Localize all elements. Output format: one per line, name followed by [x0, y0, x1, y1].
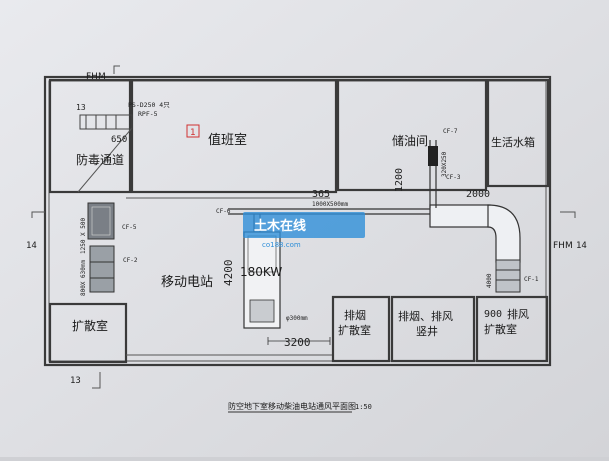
dim-900: 900	[484, 309, 502, 320]
cf2-label: CF-2	[123, 257, 138, 264]
dimension-3200	[267, 337, 331, 345]
cf6-label: CF-6	[216, 208, 231, 215]
exhaust-expansion-line2: 扩散室	[484, 322, 517, 336]
axis-13-bottom: 13	[70, 376, 81, 386]
valve-group	[79, 114, 133, 130]
generator-unit	[243, 231, 281, 329]
smoke-shaft-line2: 竖井	[416, 324, 438, 338]
valve-rpf-label: RPF-5	[138, 110, 158, 118]
axis-14-right: 14	[576, 241, 587, 251]
gas-passage-label: 防毒通道	[76, 152, 124, 167]
dim-3200: 3200	[284, 336, 311, 349]
drawing-title: 防空地下室移动柴油电站通风平面图	[228, 401, 356, 411]
dim-4200: 4200	[222, 260, 235, 287]
valve-ps-label: PS-D250 4只	[128, 101, 170, 109]
exhaust-expansion-label: 排风 扩散室	[484, 307, 533, 336]
cf3-label: CF-3	[446, 174, 461, 181]
axis-14-left: 14	[26, 241, 37, 251]
drawing-scale: 1:50	[355, 403, 372, 411]
expansion-left-label: 扩散室	[72, 318, 108, 333]
cf5-label: CF-5	[122, 224, 137, 231]
cf1-label: CF-1	[524, 276, 539, 283]
water-tank-label: 生活水箱	[491, 135, 535, 149]
dim-2000: 2000	[466, 189, 490, 200]
dim-1200: 1200	[394, 168, 405, 192]
dim-300: φ300mm	[286, 315, 308, 322]
watermark-text: 土木在线	[254, 218, 306, 234]
power-rating-label: 180KW	[240, 265, 282, 279]
duct-1250x500: 1250 X 500	[80, 217, 87, 254]
dim-650: 650	[111, 135, 127, 145]
smoke-shaft-line1: 排烟、排风	[398, 309, 453, 323]
duct-320x250: 320X250	[441, 151, 448, 177]
watermark-url: co188.com	[262, 241, 301, 249]
power-station-label: 移动电站	[161, 275, 213, 290]
duty-room-label: 值班室	[208, 132, 247, 148]
duct-1000x500: 1000X500mm	[312, 201, 349, 208]
left-equipment	[87, 202, 115, 293]
section-markers	[31, 65, 576, 389]
duty-room-marker: 1	[190, 128, 196, 138]
main-duct	[429, 204, 521, 293]
passage-diagonal	[77, 127, 133, 193]
door-top-label: FHM	[86, 72, 106, 82]
exhaust-expansion-line1: 排风	[507, 307, 529, 321]
duct-4000: 4000	[486, 273, 493, 288]
duct-800x630: 800X 630mm	[80, 259, 87, 296]
smoke-expansion-line1: 排烟	[344, 308, 366, 322]
dim-365: 365	[312, 189, 330, 200]
axis-13-top: 13	[76, 103, 86, 112]
fuel-room-label: 储油间	[392, 133, 428, 148]
smoke-expansion-line2: 扩散室	[338, 323, 371, 337]
duty-room-marker-box	[186, 124, 200, 138]
watermark	[243, 212, 365, 238]
smoke-shaft-label: 排烟、排风 竖井	[398, 309, 457, 338]
cf7-label: CF-7	[443, 128, 458, 135]
smoke-expansion-label: 排烟 扩散室	[338, 308, 371, 337]
room-walls	[48, 78, 550, 364]
door-right-label: FHM	[553, 241, 573, 251]
